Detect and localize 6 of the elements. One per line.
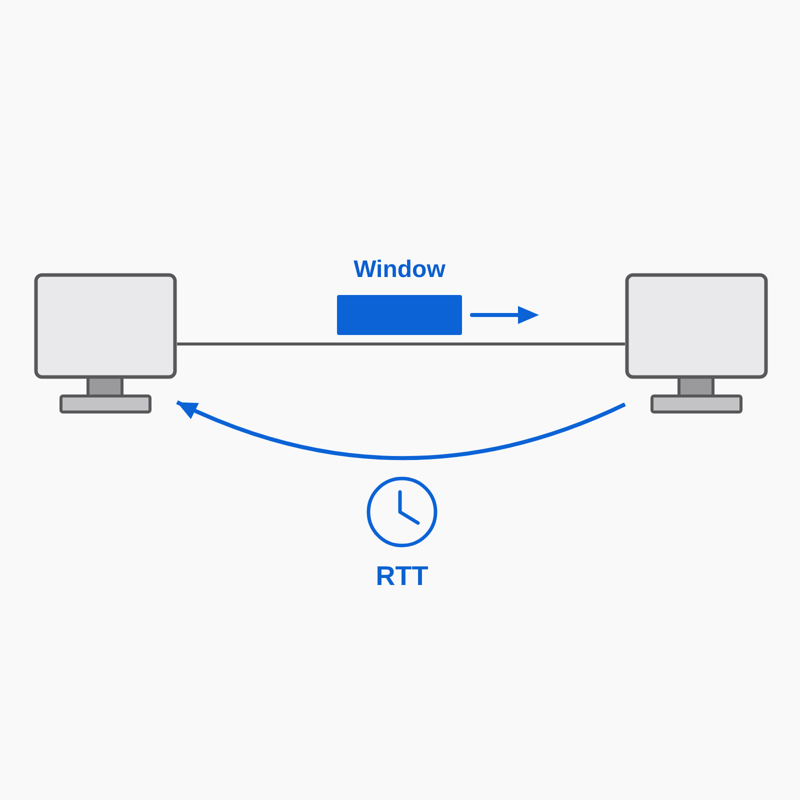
metric-label: RTT xyxy=(376,561,428,591)
computer-monitor xyxy=(625,273,768,415)
connection-line xyxy=(177,342,625,346)
curved-arrow xyxy=(176,400,626,460)
computer-monitor xyxy=(34,273,177,415)
heading-label: Window xyxy=(354,256,446,284)
